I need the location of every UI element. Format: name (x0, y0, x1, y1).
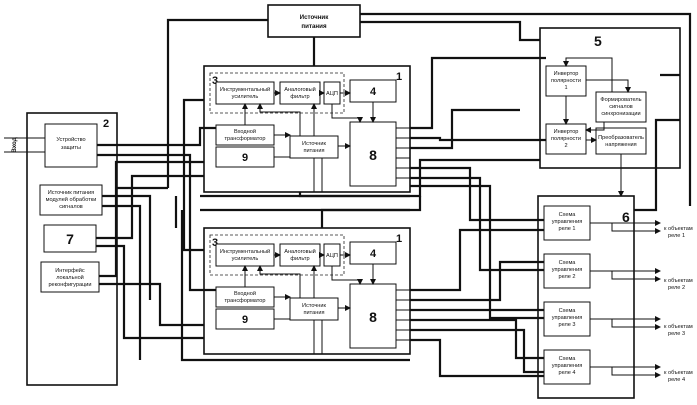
relay-2: Схема управления реле 2 (544, 254, 590, 288)
module-top-number: 1 (396, 71, 402, 83)
relay-1-label-3: реле 1 (558, 226, 575, 232)
iface-label-1: Интерфейс (55, 267, 85, 274)
inverter-2-label-3: 2 (564, 143, 567, 149)
module-bottom-number: 1 (396, 233, 402, 245)
module-bottom-block-9: 9 (242, 314, 248, 326)
module-top-amp-1: Инструментальный (220, 86, 270, 93)
relay-4-out-2: реле 4 (668, 377, 685, 383)
module-top-block-8: 8 (369, 147, 377, 163)
module-top-filter-2: фильтр (290, 94, 309, 100)
inverter-2-label-2: полярности (551, 136, 581, 142)
module-bottom-block-8: 8 (369, 309, 377, 325)
module-bottom-amp-2: усилитель (232, 256, 259, 262)
relay-1-out-2: реле 1 (668, 233, 685, 239)
protection-label-1: Устройство (56, 136, 85, 143)
module-top-power-2: питания (303, 148, 324, 154)
sync-label-1: Формирователь (600, 97, 641, 103)
relay-1-label-2: управления (552, 219, 583, 225)
relay-3-out-1: к объектам (664, 324, 693, 330)
relay-2-out-1: к объектам (664, 278, 693, 284)
relay-4-out-1: к объектам (664, 370, 693, 376)
psu-label-1: Источник питания (48, 190, 94, 196)
inverter-2-label-1: Инвертор (554, 129, 579, 135)
relay-4-label-3: реле 4 (558, 370, 575, 376)
module-bottom-filter-2: фильтр (290, 256, 309, 262)
relay-1: Схема управления реле 1 (544, 206, 590, 240)
sync-label-2: сигналов (609, 104, 633, 110)
power-source-top-label-2: питания (301, 23, 327, 30)
relay-4-label-1: Схема (559, 356, 577, 362)
module-top-power-1: Источник (302, 141, 326, 147)
relay-3-out-2: реле 3 (668, 331, 685, 337)
relay-2-label-3: реле 2 (558, 274, 575, 280)
module-bottom: 1 3 Инструментальный усилитель Аналоговы… (204, 228, 410, 354)
relay-3-label-1: Схема (559, 308, 577, 314)
psu-label-2: модулей обработки (46, 196, 97, 203)
block-5: 5 Инвертор полярности 1 Инвертор полярно… (540, 28, 680, 168)
inverter-1-label-3: 1 (564, 85, 567, 91)
block-2: 2 Устройство защиты Источник питания мод… (27, 113, 117, 385)
protection-label-2: защиты (61, 145, 81, 151)
inverter-1-label-2: полярности (551, 78, 581, 84)
relay-3-label-2: управления (552, 315, 583, 321)
relay-3-label-3: реле 3 (558, 322, 575, 328)
converter-label-2: напряжения (605, 142, 636, 148)
module-top-amp-2: усилитель (232, 94, 259, 100)
relay-2-label-1: Схема (559, 260, 577, 266)
module-top-filter-1: Аналоговый (284, 86, 316, 93)
input-label: Вход (11, 137, 18, 152)
module-bottom-adc: АЦП (326, 253, 338, 259)
module-bottom-amp-1: Инструментальный (220, 248, 270, 255)
relay-2-label-2: управления (552, 267, 583, 273)
module-top-transformer-1: Входной (234, 128, 256, 135)
block-5-number: 5 (594, 33, 602, 49)
module-bottom-filter-1: Аналоговый (284, 248, 316, 255)
iface-label-2: локальной (56, 274, 84, 281)
psu-label-3: сигналов (59, 204, 83, 210)
block-6: 6 Схема управления реле 1 Схема управлен… (538, 196, 634, 398)
block-7-number: 7 (66, 231, 74, 247)
relay-3: Схема управления реле 3 (544, 302, 590, 336)
module-top-adc: АЦП (326, 91, 338, 97)
module-bottom-transformer-1: Входной (234, 290, 256, 297)
block-2-number: 2 (103, 118, 109, 130)
relay-1-label-1: Схема (559, 212, 577, 218)
relay-4: Схема управления реле 4 (544, 350, 590, 384)
sync-label-3: синхронизации (601, 111, 640, 117)
module-top-block-9: 9 (242, 152, 248, 164)
relay-2-out-2: реле 2 (668, 285, 685, 291)
module-bottom-power-2: питания (303, 310, 324, 316)
power-source-top-label-1: Источник (300, 14, 330, 21)
module-top-transformer-2: трансформатор (224, 136, 265, 142)
relay-4-label-2: управления (552, 363, 583, 369)
iface-label-3: реконфигурации (48, 282, 91, 288)
inverter-1-label-1: Инвертор (554, 71, 579, 77)
module-bottom-power-1: Источник (302, 303, 326, 309)
converter-label-1: Преобразователь (598, 135, 644, 141)
power-source-top: Источник питания (268, 5, 360, 37)
module-top-block-4: 4 (370, 86, 377, 98)
relay-1-out-1: к объектам (664, 226, 693, 232)
module-bottom-block-4: 4 (370, 248, 377, 260)
module-bottom-transformer-2: трансформатор (224, 298, 265, 304)
module-top: 1 3 Инструментальный усилитель Аналоговы… (204, 66, 410, 192)
